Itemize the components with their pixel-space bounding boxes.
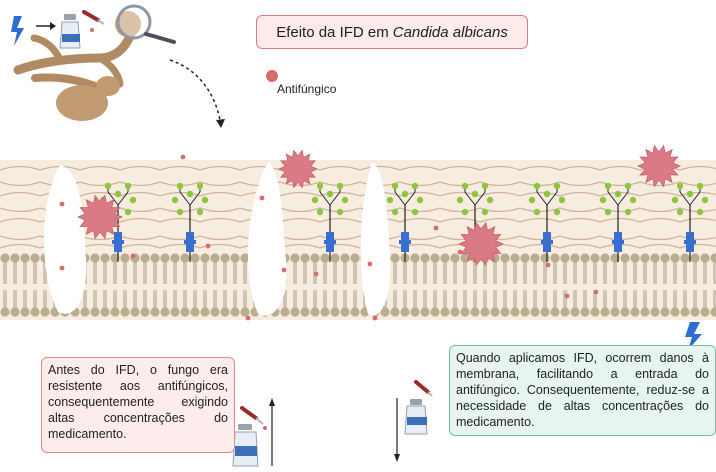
arrow-right-icon — [36, 22, 56, 30]
after-ifd-note: Quando aplicamos IFD, ocorrem danos à me… — [449, 345, 716, 436]
antifungal-drops — [59, 154, 599, 321]
fungus-icon — [13, 11, 141, 121]
antifungal-legend-dot — [266, 70, 278, 82]
antifungal-legend-label: Antifúngico — [277, 82, 337, 96]
cell-membrane — [0, 160, 716, 320]
dropper-icon-right — [414, 380, 433, 397]
vial-icon-right — [404, 399, 428, 435]
lightning-icon — [11, 16, 24, 46]
title-species: Candida albicans — [392, 23, 508, 41]
diagram-title: Efeito da IFD em Candida albicans — [256, 15, 528, 49]
lightning-icon-right — [685, 322, 702, 350]
vial-icon — [59, 14, 81, 49]
before-ifd-note: Antes do IFD, o fungo era resistente aos… — [41, 357, 235, 453]
dropper-icon — [82, 10, 105, 32]
dashed-arrow — [169, 59, 225, 128]
dropper-icon-left — [240, 406, 267, 430]
vial-icon-left — [232, 424, 259, 467]
arrow-up-icon — [269, 398, 275, 466]
arrow-down-icon — [394, 398, 400, 462]
magnifier-icon — [116, 4, 176, 44]
antifungal-spiky-particles — [77, 144, 682, 267]
title-prefix: Efeito da IFD em — [276, 23, 389, 41]
